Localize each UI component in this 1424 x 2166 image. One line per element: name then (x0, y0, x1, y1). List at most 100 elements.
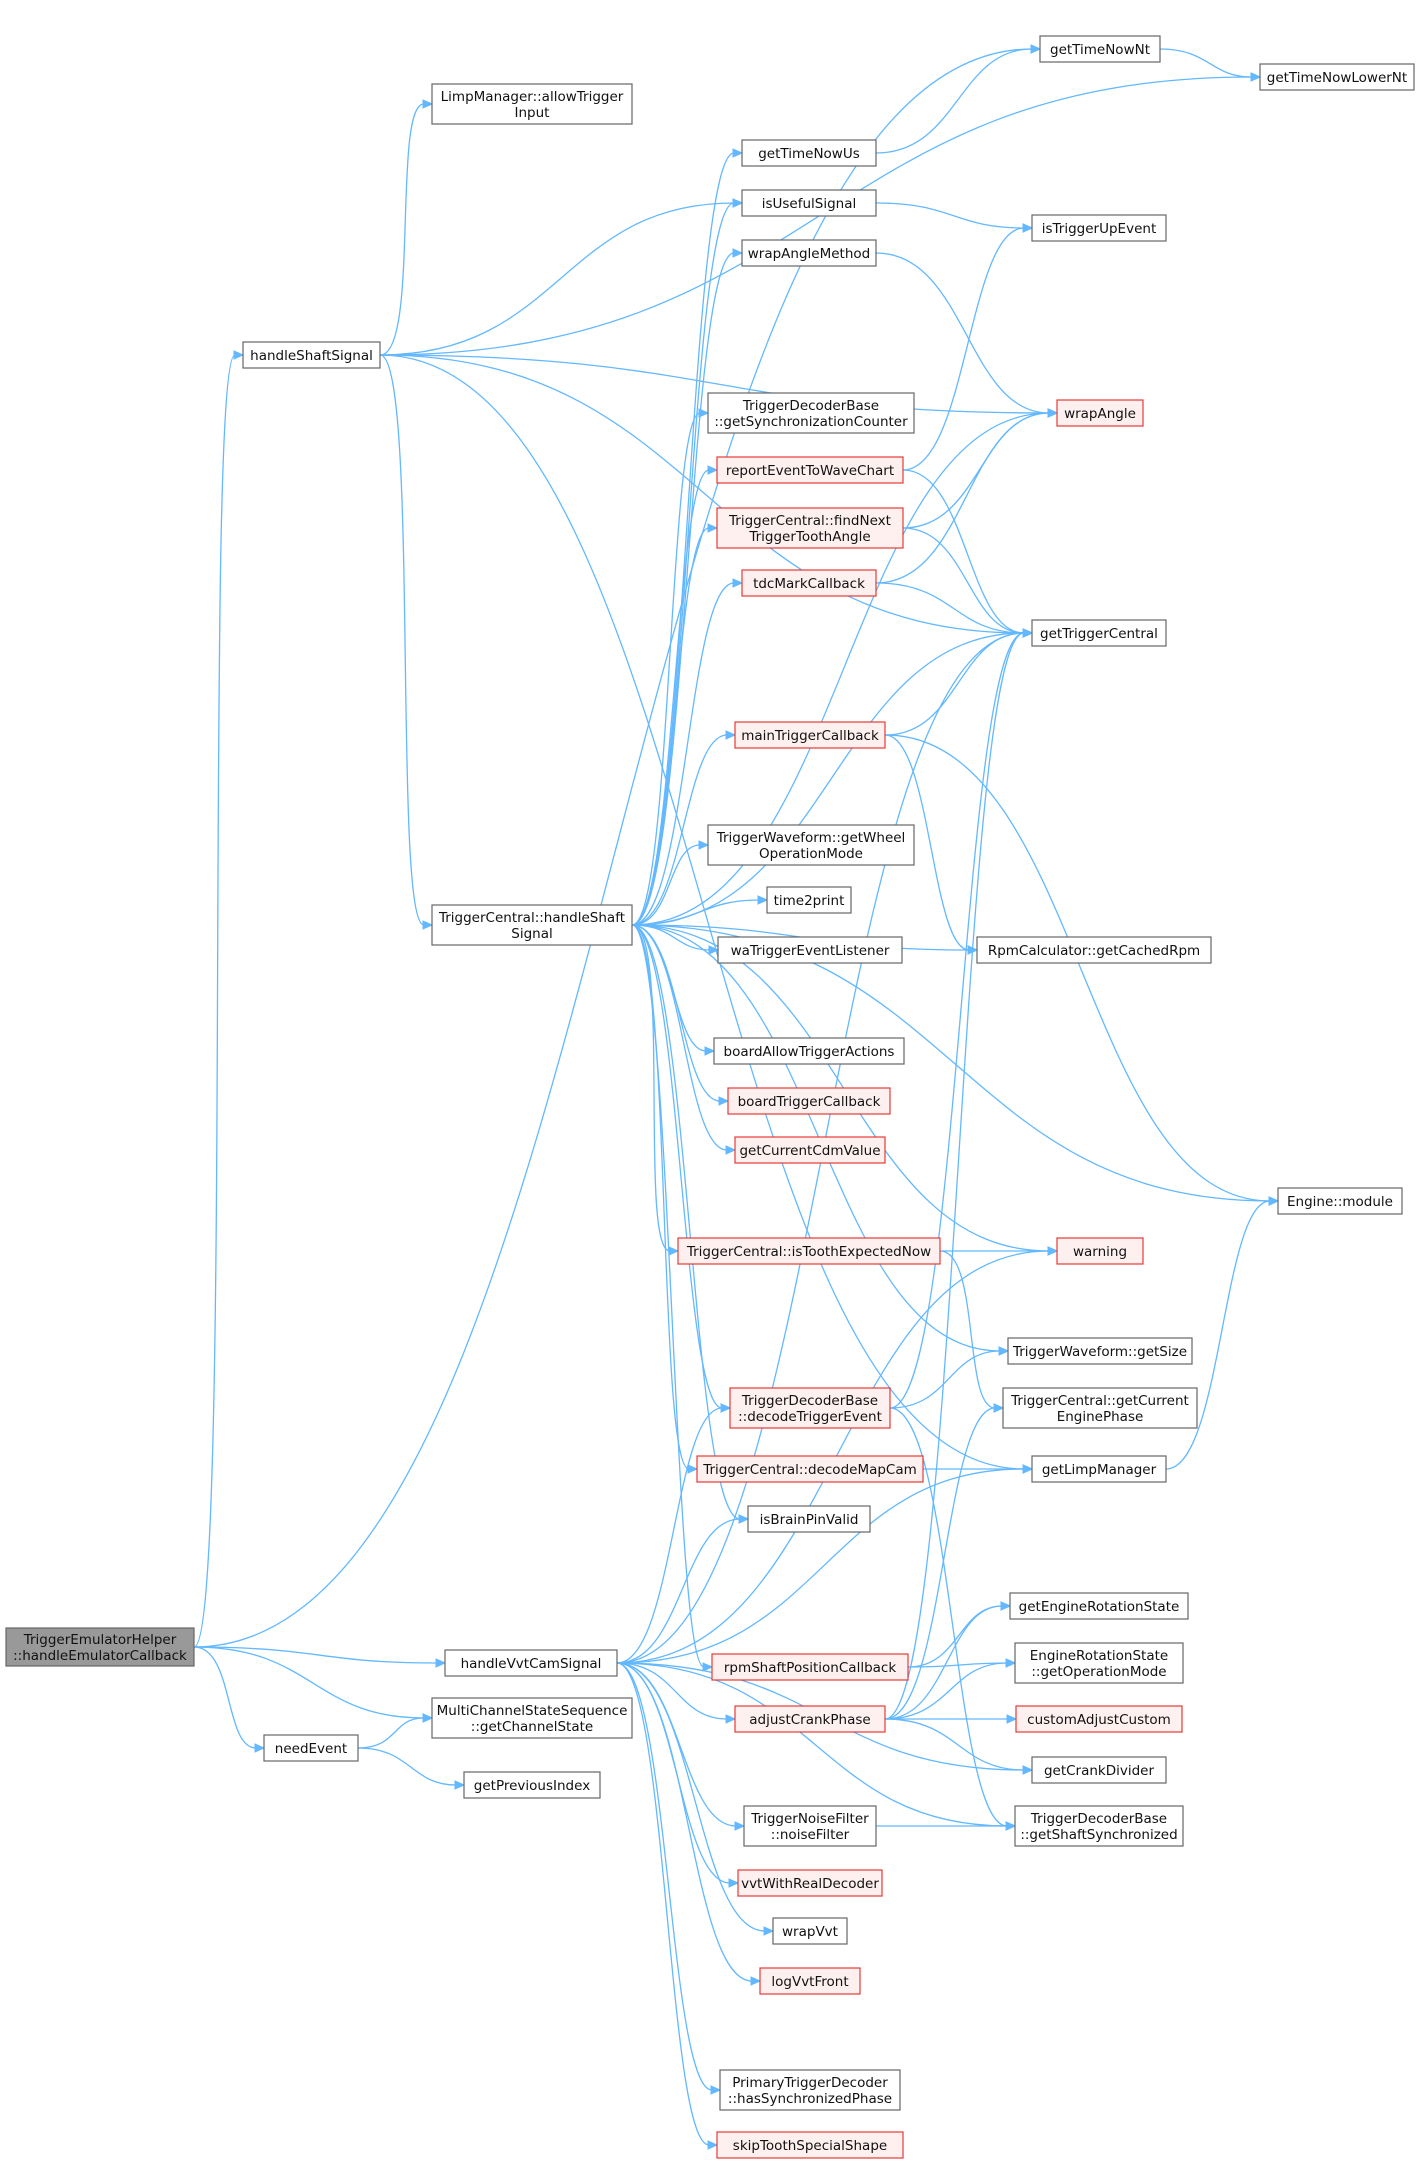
edge-reportEvent-to-isTriggerUpEvent (902, 227, 1025, 471)
node-customAdjust[interactable]: customAdjustCustom (1015, 1705, 1183, 1733)
edge-root-to-handleVvtCam (193, 1646, 438, 1664)
node-multiChannel[interactable]: MultiChannelStateSequence::getChannelSta… (431, 1697, 633, 1739)
node-reportEvent[interactable]: reportEventToWaveChart (716, 456, 904, 484)
node-label-getSize: TriggerWaveform::getSize (1012, 1344, 1187, 1360)
edge-adjustCrank-to-getOpMode (884, 1662, 1008, 1720)
node-skipTooth[interactable]: skipToothSpecialShape (716, 2131, 904, 2159)
node-label-noiseFilter: TriggerNoiseFilter (750, 1811, 869, 1827)
node-box-limpAllow (431, 83, 633, 125)
node-waListener[interactable]: waTriggerEventListener (717, 936, 903, 964)
node-getTimeNowNt[interactable]: getTimeNowNt (1039, 35, 1161, 63)
node-handleShaftSignal[interactable]: handleShaftSignal (242, 341, 381, 369)
node-findNext[interactable]: TriggerCentral::findNextTriggerToothAngl… (716, 507, 904, 549)
node-warning[interactable]: warning (1056, 1237, 1144, 1265)
node-wrapVvt[interactable]: wrapVvt (772, 1917, 848, 1945)
node-tdcMark[interactable]: tdcMarkCallback (741, 569, 877, 597)
node-box-decodeMapCam (696, 1455, 924, 1483)
node-label-wrapAngleMethod: wrapAngleMethod (748, 246, 870, 262)
arrowhead-waListener (708, 945, 720, 955)
node-decodeMapCam[interactable]: TriggerCentral::decodeMapCam (696, 1455, 924, 1483)
node-getCrankDivider[interactable]: getCrankDivider (1031, 1756, 1167, 1784)
arrowhead-skipTooth (707, 2140, 719, 2150)
edge-handleVvtCam-to-vvtWithReal (616, 1662, 731, 1884)
node-label-time2print: time2print (774, 893, 845, 909)
node-isTriggerUpEvent[interactable]: isTriggerUpEvent (1031, 214, 1167, 242)
node-box-waListener (717, 936, 903, 964)
node-label-customAdjust: customAdjustCustom (1027, 1712, 1171, 1728)
edge-findNext-to-wrapAngle (902, 412, 1050, 529)
node-isBrainPinValid[interactable]: isBrainPinValid (747, 1505, 871, 1533)
node-label-needEvent: needEvent (275, 1741, 347, 1757)
node-logVvtFront[interactable]: logVvtFront (759, 1967, 861, 1995)
node-getEngineRotState[interactable]: getEngineRotationState (1009, 1592, 1189, 1620)
node-boardCallback[interactable]: boardTriggerCallback (727, 1087, 891, 1115)
node-label-getShaftSync: ::getShaftSynchronized (1020, 1827, 1177, 1843)
node-label-skipTooth: skipToothSpecialShape (733, 2138, 887, 2154)
node-rpmShaft[interactable]: rpmShaftPositionCallback (711, 1653, 909, 1681)
node-getSize[interactable]: TriggerWaveform::getSize (1007, 1337, 1193, 1365)
node-label-getCurrentPhase: EnginePhase (1057, 1409, 1144, 1425)
node-time2print[interactable]: time2print (766, 886, 852, 914)
node-getTimeNowUs[interactable]: getTimeNowUs (741, 139, 877, 167)
arrowhead-getPrevIndex (454, 1780, 466, 1790)
node-getCdm[interactable]: getCurrentCdmValue (734, 1136, 886, 1164)
node-getLimpManager[interactable]: getLimpManager (1031, 1455, 1167, 1483)
node-getSyncCounter[interactable]: TriggerDecoderBase::getSynchronizationCo… (707, 392, 915, 434)
node-box-root (5, 1627, 195, 1667)
node-decodeTrigger[interactable]: TriggerDecoderBase::decodeTriggerEvent (729, 1387, 891, 1429)
arrowhead-warning (1047, 1246, 1059, 1256)
node-vvtWithReal[interactable]: vvtWithRealDecoder (737, 1869, 883, 1897)
node-needEvent[interactable]: needEvent (263, 1734, 359, 1762)
node-getPrevIndex[interactable]: getPreviousIndex (463, 1771, 601, 1799)
node-label-multiChannel: MultiChannelStateSequence (437, 1703, 628, 1719)
node-handleVvtCam[interactable]: handleVvtCamSignal (444, 1649, 618, 1677)
edge-wrapAngleMethod-to-wrapAngle (875, 252, 1050, 414)
node-label-hasSyncPhase: PrimaryTriggerDecoder (732, 2075, 888, 2091)
node-label-getSyncCounter: ::getSynchronizationCounter (714, 414, 908, 430)
node-label-decodeTrigger: ::decodeTriggerEvent (738, 1409, 882, 1425)
edge-getLimpManager-to-engineModule (1165, 1200, 1271, 1470)
node-tcHandleShaft[interactable]: TriggerCentral::handleShaftSignal (431, 904, 633, 946)
node-wrapAngleMethod[interactable]: wrapAngleMethod (741, 239, 877, 267)
arrowhead-isTriggerUpEvent (1022, 223, 1034, 233)
node-label-getOpMode: EngineRotationState (1030, 1648, 1168, 1664)
edge-tcHandleShaft-to-tdcMark (631, 582, 735, 926)
node-label-adjustCrank: adjustCrankPhase (749, 1712, 870, 1728)
node-layer: TriggerEmulatorHelper::handleEmulatorCal… (5, 35, 1415, 2159)
edge-tcHandleShaft-to-getCdm (631, 924, 728, 1151)
node-label-getSyncCounter: TriggerDecoderBase (742, 398, 879, 414)
node-wrapAngle[interactable]: wrapAngle (1056, 399, 1144, 427)
node-box-findNext (716, 507, 904, 549)
node-getShaftSync[interactable]: TriggerDecoderBase::getShaftSynchronized (1014, 1805, 1184, 1847)
node-getTriggerCentral[interactable]: getTriggerCentral (1031, 619, 1167, 647)
node-hasSyncPhase[interactable]: PrimaryTriggerDecoder::hasSynchronizedPh… (719, 2069, 901, 2111)
node-boardAllow[interactable]: boardAllowTriggerActions (713, 1037, 905, 1065)
node-mainTrigger[interactable]: mainTriggerCallback (734, 721, 886, 749)
node-label-getTimeNowUs: getTimeNowUs (758, 146, 860, 162)
node-isUsefulSignal[interactable]: isUsefulSignal (741, 189, 877, 217)
edge-tcHandleShaft-to-getTriggerCentral (631, 632, 1025, 926)
node-getOpMode[interactable]: EngineRotationState::getOperationMode (1014, 1642, 1184, 1684)
edge-getTimeNowUs-to-getTimeNowNt (875, 48, 1033, 154)
node-getTimeNowLowerNt[interactable]: getTimeNowLowerNt (1259, 63, 1415, 91)
edge-rpmShaft-to-getEngineRotState (907, 1605, 1003, 1668)
node-root[interactable]: TriggerEmulatorHelper::handleEmulatorCal… (5, 1627, 195, 1667)
node-box-decodeTrigger (729, 1387, 891, 1429)
node-isToothExpected[interactable]: TriggerCentral::isToothExpectedNow (677, 1237, 941, 1265)
edge-tcHandleShaft-to-decodeMapCam (631, 924, 690, 1470)
node-engineModule[interactable]: Engine::module (1277, 1187, 1403, 1215)
node-box-boardCallback (727, 1087, 891, 1115)
node-box-hasSyncPhase (719, 2069, 901, 2111)
node-label-mainTrigger: mainTriggerCallback (741, 728, 879, 744)
node-label-multiChannel: ::getChannelState (471, 1719, 593, 1735)
node-label-getTimeNowNt: getTimeNowNt (1050, 42, 1150, 58)
node-label-isUsefulSignal: isUsefulSignal (762, 196, 857, 212)
node-label-isTriggerUpEvent: isTriggerUpEvent (1042, 221, 1156, 237)
node-label-engineModule: Engine::module (1287, 1194, 1393, 1210)
node-getCachedRpm[interactable]: RpmCalculator::getCachedRpm (976, 936, 1212, 964)
node-noiseFilter[interactable]: TriggerNoiseFilter::noiseFilter (743, 1805, 877, 1847)
node-adjustCrank[interactable]: adjustCrankPhase (734, 1705, 886, 1733)
